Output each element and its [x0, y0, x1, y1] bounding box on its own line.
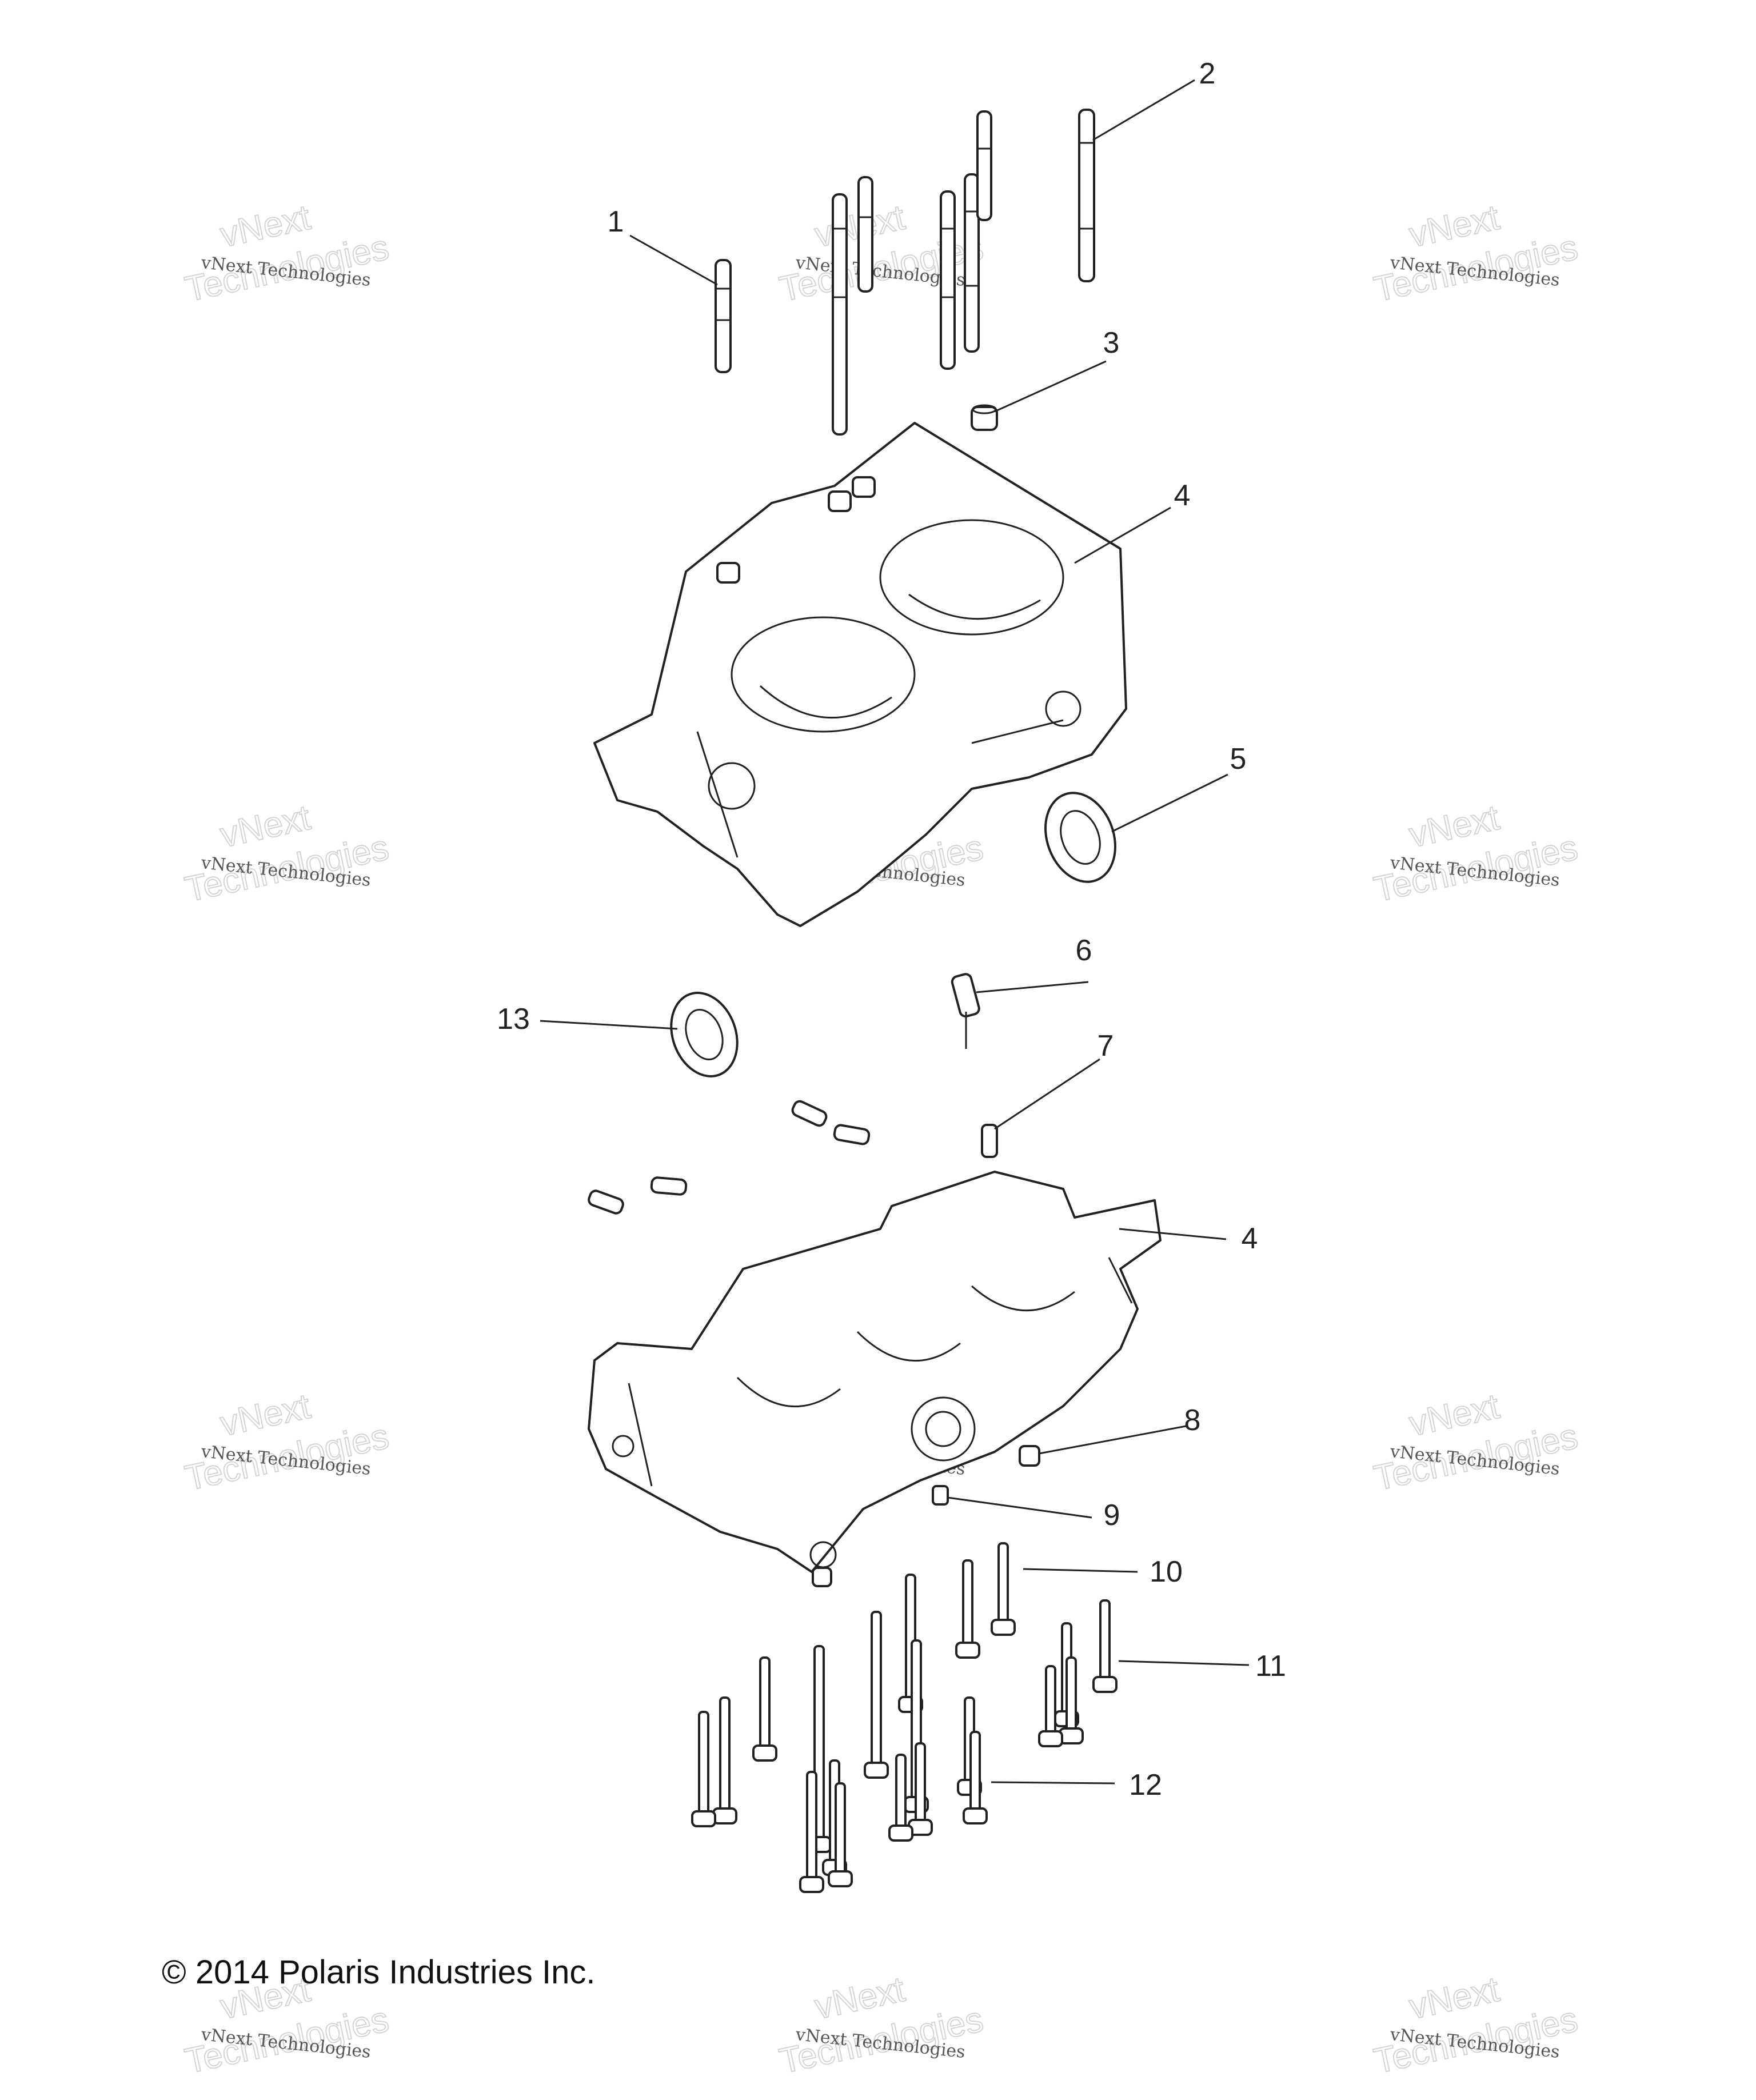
stud-item-1 [715, 259, 732, 373]
dowel-item-7 [981, 1124, 998, 1158]
callout-12: 12 [1129, 1768, 1162, 1802]
callout-1: 1 [608, 205, 624, 238]
bolt [963, 1731, 988, 1824]
bolt [799, 1771, 824, 1893]
callout-7: 7 [1098, 1029, 1114, 1063]
oil-fittings [588, 1100, 871, 1215]
dowel-item-3 [971, 404, 998, 431]
callout-4-upper: 4 [1174, 479, 1191, 512]
bolt [898, 1574, 923, 1713]
fitting-item-6 [951, 973, 980, 1049]
seal-item-5 [1044, 792, 1116, 883]
crankcase-studs [715, 109, 1095, 436]
bolt [1059, 1656, 1084, 1744]
callout-13: 13 [497, 1003, 530, 1036]
bolt [1038, 1665, 1063, 1747]
upper-crankcase [593, 422, 1127, 927]
crankcase-bolts [691, 1542, 1118, 1893]
copyright-notice: © 2014 Polaris Industries Inc. [162, 1954, 595, 1991]
callout-labels: 1 2 3 4 5 6 7 13 4 8 9 10 11 12 [497, 57, 1286, 1802]
bolt [691, 1711, 716, 1827]
callout-4-lower: 4 [1242, 1222, 1258, 1255]
stud-item-2-group [832, 109, 1095, 436]
callout-9: 9 [1104, 1499, 1120, 1532]
plug-item-8 [1019, 1445, 1040, 1467]
bolt [991, 1542, 1016, 1636]
bolt [955, 1559, 980, 1659]
callout-2: 2 [1199, 57, 1216, 90]
dowel-lower [812, 1567, 832, 1587]
bolt [864, 1611, 889, 1779]
callout-5: 5 [1230, 742, 1247, 776]
callout-8: 8 [1184, 1404, 1201, 1437]
callout-10: 10 [1150, 1555, 1183, 1588]
lower-crankcase [588, 1171, 1162, 1573]
bolt [1092, 1599, 1118, 1693]
bolt [712, 1696, 737, 1824]
bolt [828, 1782, 853, 1887]
leader-lines [540, 79, 1250, 1784]
callout-6: 6 [1076, 934, 1092, 967]
callout-11: 11 [1255, 1650, 1286, 1683]
screw-item-9 [932, 1485, 949, 1506]
seal-item-13 [670, 992, 739, 1077]
bolt [752, 1656, 777, 1762]
bolt [908, 1742, 933, 1836]
callout-3: 3 [1103, 326, 1120, 360]
bolt [888, 1754, 913, 1842]
